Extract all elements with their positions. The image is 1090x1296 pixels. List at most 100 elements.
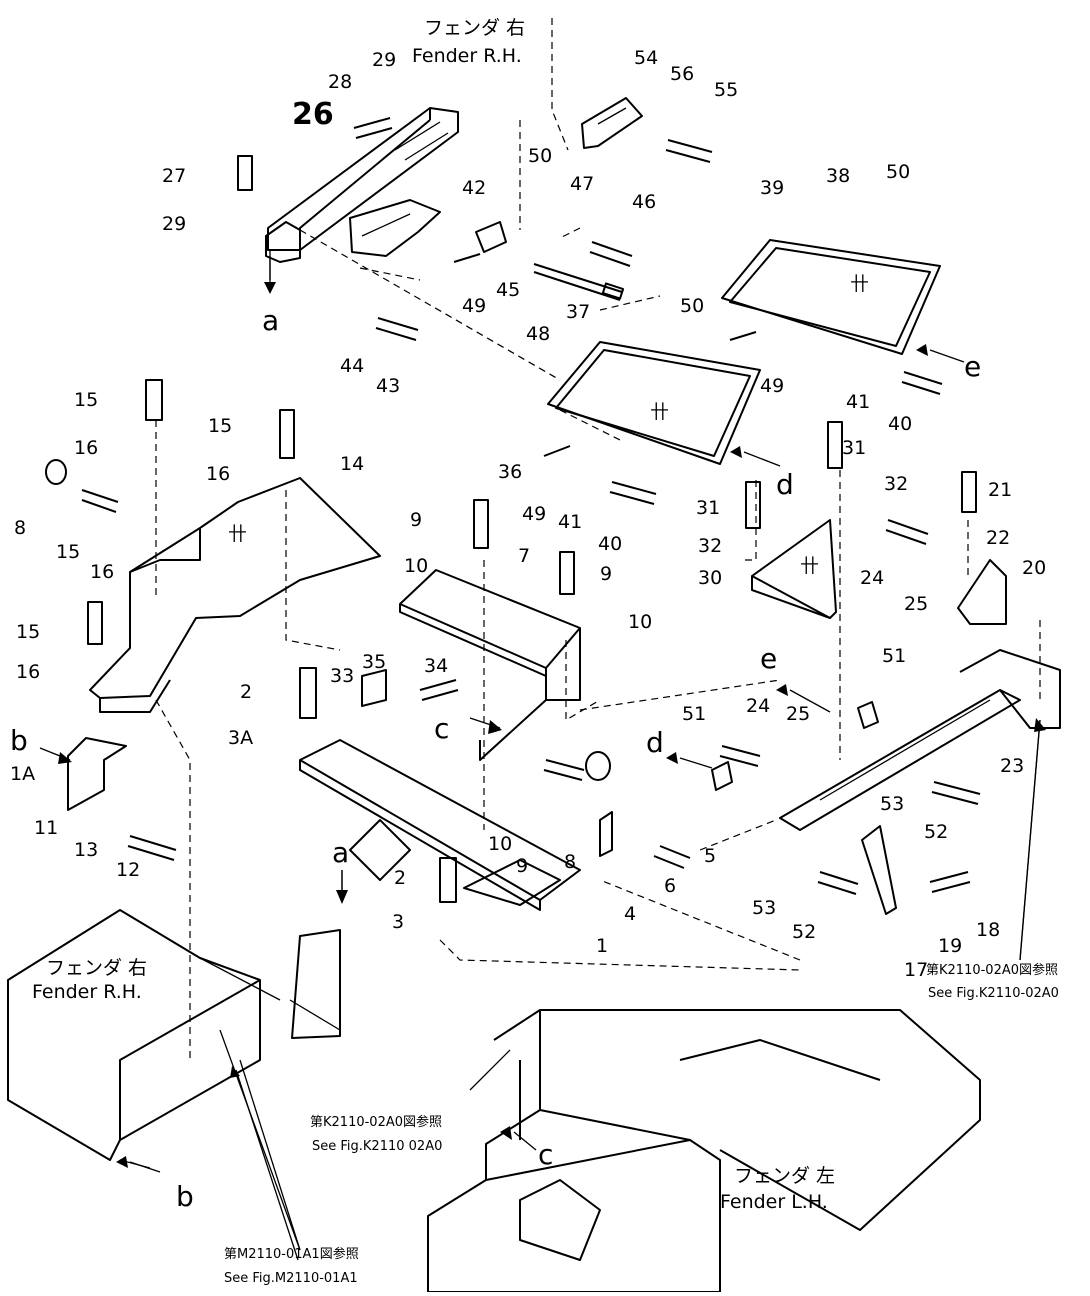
bolt-15-d <box>81 489 119 513</box>
fender-text: フェンダ 右 Fender R.H. フェンダ 右 Fender R.H. フェ… <box>32 17 835 1213</box>
ref-right-jp: 第K2110-02A0図参照 <box>926 962 1058 978</box>
fender-left-jp: フェンダ 右 <box>46 957 147 979</box>
part-number-6: 6 <box>664 875 676 897</box>
ref-bottom-jp: 第M2110-01A1図参照 <box>224 1246 359 1262</box>
bolt-18 <box>929 871 971 893</box>
part-number-10: 10 <box>404 555 428 577</box>
plate-part-30: 卄 <box>751 519 837 619</box>
fender-left-en: Fender R.H. <box>32 981 142 1003</box>
part-number-21: 21 <box>988 479 1012 501</box>
bolt-46 <box>589 241 633 267</box>
part-number-53-2: 53 <box>752 897 776 919</box>
bolt-28 <box>353 117 393 139</box>
bracket-part-26 <box>265 107 459 263</box>
part-number-49-2: 49 <box>522 503 546 525</box>
part-number-callouts: 11A2233A45678899910101011121314151515151… <box>10 47 1046 981</box>
plate-part-42 <box>349 199 441 257</box>
part-number-49-3: 49 <box>760 375 784 397</box>
bracket-part-7 <box>399 569 581 761</box>
part-number-51: 51 <box>682 703 706 725</box>
part-number-16-4: 16 <box>16 661 40 683</box>
part-number-3a: 3A <box>228 727 253 749</box>
part-number-2: 2 <box>240 681 252 703</box>
part-number-52-2: 52 <box>792 921 816 943</box>
part-number-43: 43 <box>376 375 400 397</box>
part-number-15-4: 15 <box>16 621 40 643</box>
bolt-27 <box>237 155 253 191</box>
part-number-8: 8 <box>14 517 26 539</box>
part-number-51-2: 51 <box>882 645 906 667</box>
bracket-part-20 <box>957 559 1007 625</box>
pin-49-c <box>729 331 757 341</box>
bolt-24-b <box>719 745 761 767</box>
cover-mark-37: 卄 <box>650 401 669 423</box>
part-number-53: 53 <box>880 793 904 815</box>
part-number-1a: 1A <box>10 763 35 785</box>
parts-geometry: 卄 卄 卄 <box>7 18 1061 1293</box>
center-post <box>291 929 341 1039</box>
fender-top-en: Fender R.H. <box>412 45 522 67</box>
bolt-15-c <box>87 601 103 645</box>
part-number-28: 28 <box>328 71 352 93</box>
leader-lines <box>119 250 1041 1251</box>
part-number-24-2: 24 <box>746 695 770 717</box>
part-number-41-2: 41 <box>846 391 870 413</box>
bolt-12 <box>127 835 177 861</box>
part-number-13: 13 <box>74 839 98 861</box>
part-number-31-2: 31 <box>696 497 720 519</box>
part-number-48: 48 <box>526 323 550 345</box>
part-number-56: 56 <box>670 63 694 85</box>
part-number-19: 19 <box>938 935 962 957</box>
bolt-5 <box>653 845 691 869</box>
part-number-36: 36 <box>498 461 522 483</box>
bolts <box>45 117 981 903</box>
part-number-37: 37 <box>566 301 590 323</box>
cover-plate-38: 卄 <box>721 239 941 355</box>
part-number-10-3: 10 <box>488 833 512 855</box>
part-number-40-2: 40 <box>888 413 912 435</box>
part-number-9-3: 9 <box>516 855 528 877</box>
view-letter-c-1: c <box>434 712 449 745</box>
bolt-9-b <box>559 551 575 595</box>
pin-49-a <box>543 445 571 457</box>
view-arrows <box>39 256 1046 1261</box>
part-number-47: 47 <box>570 173 594 195</box>
bracket-4 <box>599 811 613 857</box>
plug-8-a <box>45 459 67 485</box>
bolt-21 <box>961 471 977 513</box>
fender-bottom-jp: フェンダ 左 <box>734 1165 835 1187</box>
part-number-16: 16 <box>74 437 98 459</box>
bolt-24-a <box>885 519 929 545</box>
bolt-2-a <box>299 667 317 719</box>
plate-part-17 <box>861 825 897 915</box>
part-number-31: 31 <box>842 437 866 459</box>
bolt-31-a <box>827 421 843 469</box>
part-number-16-2: 16 <box>206 463 230 485</box>
view-letter-e-1: e <box>964 350 981 383</box>
part-number-55: 55 <box>714 79 738 101</box>
bolt-40-a <box>609 481 657 505</box>
block-33 <box>361 669 387 707</box>
bracket-part-45 <box>475 221 507 253</box>
part-number-29-2: 29 <box>162 213 186 235</box>
bolt-40-b <box>901 371 943 395</box>
part-number-49: 49 <box>462 295 486 317</box>
part-number-26: 26 <box>292 97 334 132</box>
ref-center-jp: 第K2110-02A0図参照 <box>310 1114 442 1130</box>
view-letter-a-2: a <box>332 836 349 869</box>
view-letter-e-2: e <box>760 642 777 675</box>
view-letter-b-1: b <box>10 724 28 757</box>
part-number-42: 42 <box>462 177 486 199</box>
part-number-20: 20 <box>1022 557 1046 579</box>
part-number-8-2: 8 <box>564 851 576 873</box>
lower-frame-body <box>493 1009 981 1231</box>
fender-lh-outline <box>427 1109 721 1293</box>
part-number-22: 22 <box>986 527 1010 549</box>
clip-51-b <box>711 761 733 791</box>
rail-part-23 <box>779 649 1061 831</box>
view-letter-c-2: c <box>538 1138 553 1171</box>
part-number-25: 25 <box>904 593 928 615</box>
ref-bottom-en: See Fig.M2110-01A1 <box>224 1271 358 1286</box>
